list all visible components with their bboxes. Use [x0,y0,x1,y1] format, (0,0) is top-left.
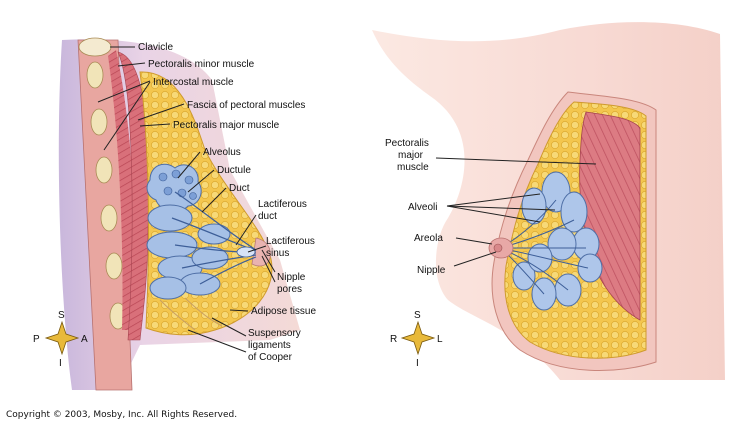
compass-right-top: S [414,310,421,321]
label-fascia: Fascia of pectoral muscles [187,100,305,111]
label-ductule: Ductule [217,165,251,176]
compass-left-bottom: I [59,358,62,369]
label-intercostal: Intercostal muscle [153,77,234,88]
alveoli-rosettes [158,169,197,200]
label-suspensory-line3: of Cooper [248,352,293,363]
suspensory-ligaments [159,297,223,331]
label-pectoralis-major-right-line1: Pectoralis [385,138,429,149]
ribs [86,61,127,330]
compass-right-bottom: I [416,358,419,369]
anterior-view-figure: Pectoralis major muscle Alveoli Areola N… [372,22,725,380]
label-alveoli: Alveoli [408,202,437,213]
clavicle-bone [78,37,112,57]
label-lactiferous-sinus-line1: Lactiferous [266,236,315,247]
label-pectoralis-major-right-line3: muscle [397,162,429,173]
label-areola: Areola [414,233,443,244]
label-lactiferous-duct-line2: duct [258,211,277,222]
sagittal-section-figure: Clavicle Pectoralis minor muscle Interco… [33,37,318,391]
orientation-compass-left: S I P A [33,310,88,369]
pectoralis-minor [108,50,135,330]
label-clavicle: Clavicle [138,42,173,53]
label-alveolus: Alveolus [203,147,241,158]
label-suspensory-line1: Suspensory [248,328,301,339]
orientation-compass-right: S I R L [390,310,443,369]
copyright-notice: Copyright © 2003, Mosby, Inc. All Rights… [6,410,238,420]
lactiferous-sinus [236,246,256,258]
compass-left-right: A [81,334,88,345]
nipple [251,237,271,267]
compass-left-left: P [33,334,40,345]
label-pectoralis-minor: Pectoralis minor muscle [148,59,255,70]
nipple-right [493,243,503,253]
label-nipple-pores-line2: pores [277,284,302,295]
label-pectoralis-major: Pectoralis major muscle [173,120,280,131]
label-lactiferous-sinus: Lactiferous sinus [266,236,318,259]
label-suspensory: Suspensory ligaments of Cooper [248,328,304,363]
compass-left-top: S [58,310,65,321]
compass-right-left: R [390,334,397,345]
label-lactiferous-duct-line1: Lactiferous [258,199,307,210]
leader-lines [97,46,276,353]
label-nipple-pores: Nipple pores [277,272,308,295]
compass-right-right: L [437,334,443,345]
leader-lines-right [435,157,597,267]
label-nipple-right: Nipple [417,265,446,276]
label-suspensory-line2: ligaments [248,340,291,351]
label-lactiferous-duct: Lactiferous duct [258,199,310,222]
label-pectoralis-major-right: Pectoralis major muscle [385,138,432,173]
lobules-right [512,171,603,311]
label-nipple-pores-line1: Nipple [277,272,306,283]
label-duct: Duct [229,183,250,194]
label-lactiferous-sinus-line2: sinus [266,248,289,259]
label-pectoralis-major-right-line2: major [398,150,424,161]
label-adipose: Adipose tissue [251,306,316,317]
